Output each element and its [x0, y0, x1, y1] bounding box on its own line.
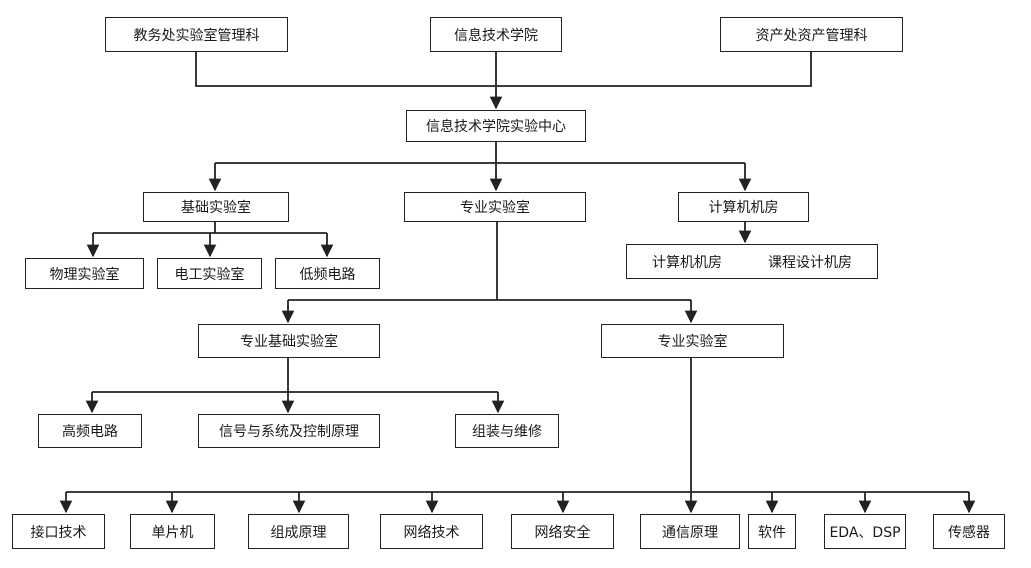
- node-jisuanji-child: 计算机机房 课程设计机房: [626, 244, 878, 279]
- node-wuli: 物理实验室: [25, 258, 144, 289]
- node-eda: EDA、DSP: [824, 514, 906, 549]
- node-dipin: 低频电路: [275, 258, 380, 289]
- node-jichu: 基础实验室: [143, 192, 289, 222]
- node-zhuanye-jichu: 专业基础实验室: [198, 324, 380, 358]
- node-diangong: 电工实验室: [157, 258, 262, 289]
- node-chuanganqi: 传感器: [933, 514, 1005, 549]
- node-danpianji: 单片机: [130, 514, 215, 549]
- node-gaopin: 高频电路: [38, 414, 142, 448]
- node-zuzhuang: 组装与维修: [455, 414, 559, 448]
- node-xinhao: 信号与系统及控制原理: [198, 414, 380, 448]
- node-zhuanye3: 专业实验室: [601, 324, 784, 358]
- node-tongxin: 通信原理: [640, 514, 740, 549]
- node-wangluo: 网络技术: [380, 514, 483, 549]
- node-center: 信息技术学院实验中心: [406, 110, 586, 142]
- node-jisuanji: 计算机机房: [678, 192, 809, 222]
- node-xinxi: 信息技术学院: [430, 17, 562, 52]
- node-zucheng: 组成原理: [248, 514, 349, 549]
- node-ruanjian: 软件: [748, 514, 796, 549]
- node-anquan: 网络安全: [511, 514, 614, 549]
- node-zhuanye: 专业实验室: [404, 192, 586, 222]
- node-jiaowu: 教务处实验室管理科: [105, 17, 288, 52]
- node-jiekou: 接口技术: [12, 514, 105, 549]
- node-zichan: 资产处资产管理科: [720, 17, 903, 52]
- line-zichan: [496, 52, 812, 87]
- line-jiaowu: [195, 52, 496, 87]
